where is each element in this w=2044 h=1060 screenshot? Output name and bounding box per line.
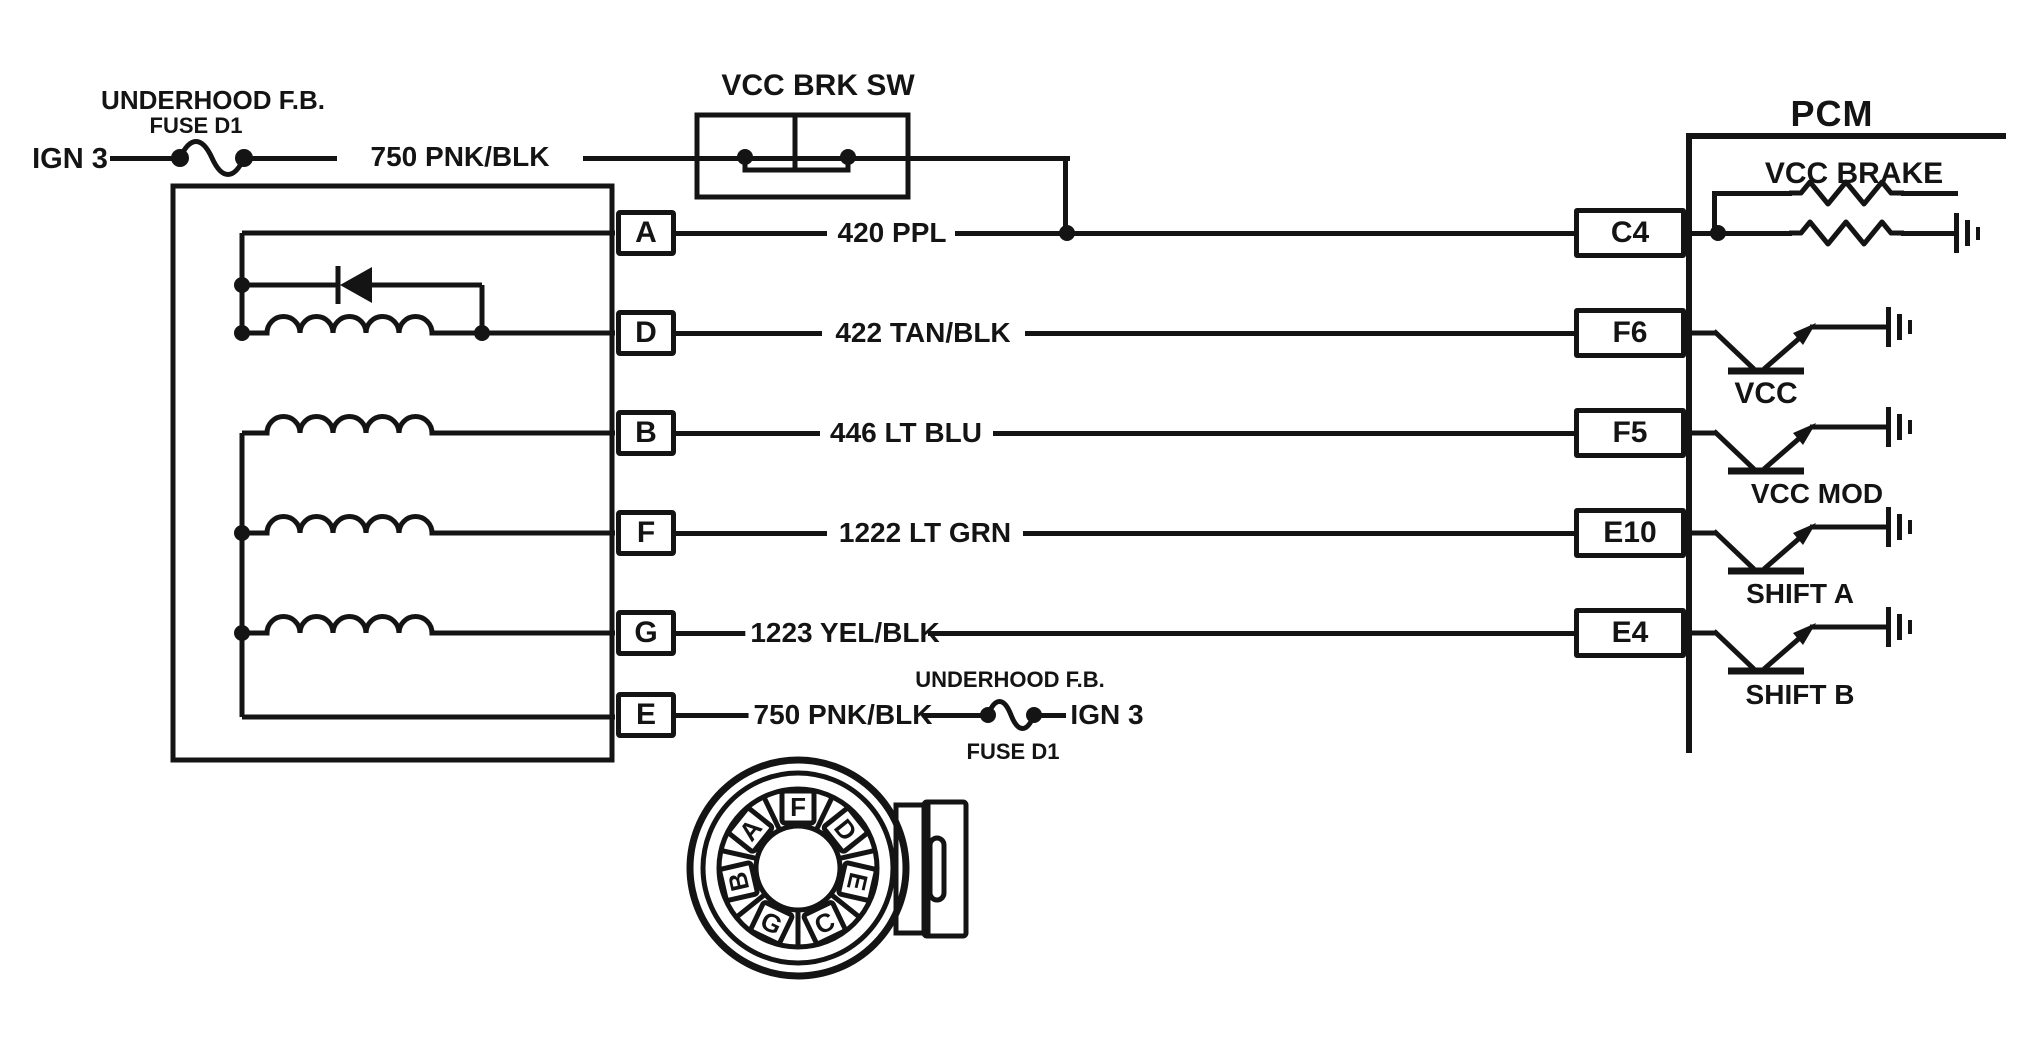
wire-label-750-pnk-blk: 750 PNK/BLK bbox=[748, 699, 938, 731]
svg-text:B: B bbox=[722, 869, 755, 894]
vcc-label: VCC bbox=[1734, 377, 1798, 410]
connector-pin-b: B bbox=[717, 860, 760, 903]
bottom-fuse-label: FUSE D1 bbox=[966, 739, 1060, 764]
pcm-pin-e4: E4 bbox=[1574, 608, 1686, 658]
wire bbox=[1025, 331, 1576, 336]
connector-pin-a: A bbox=[726, 806, 775, 854]
top-fuse-label: FUSE D1 bbox=[149, 113, 243, 138]
pcm-border bbox=[1686, 133, 1692, 753]
top-fuse-block-label: UNDERHOOD F.B. bbox=[101, 85, 325, 115]
wire-label-1223-yel-blk: 1223 YEL/BLK bbox=[745, 617, 945, 649]
wire bbox=[110, 156, 174, 161]
connector-pin-c: C bbox=[801, 900, 848, 946]
wire bbox=[928, 631, 1576, 636]
wire bbox=[675, 431, 820, 436]
resistor-icon bbox=[1789, 179, 1904, 207]
wire bbox=[675, 631, 762, 636]
pcm-border bbox=[1686, 133, 2006, 139]
wire-label-422-tan-blk: 422 TAN/BLK bbox=[830, 317, 1016, 349]
connector-pin-f: F bbox=[779, 788, 817, 826]
ground-icon bbox=[1954, 213, 1980, 253]
pin-box-d: D bbox=[616, 310, 676, 356]
wire bbox=[675, 231, 827, 236]
wire bbox=[923, 713, 986, 718]
wire bbox=[1063, 156, 1068, 237]
connector-pin-d: D bbox=[821, 806, 870, 854]
wire bbox=[675, 713, 763, 718]
brake-switch-label: VCC BRK SW bbox=[721, 69, 915, 102]
wire-label-420-ppl: 420 PPL bbox=[832, 217, 952, 249]
wire bbox=[1038, 713, 1066, 718]
vcc-mod-label: VCC MOD bbox=[1750, 478, 1884, 509]
pin-box-e: E bbox=[616, 692, 676, 738]
pcm-pin-c4: C4 bbox=[1574, 208, 1686, 258]
brake-switch-icon bbox=[694, 112, 911, 200]
transistor-driver-icon bbox=[1690, 307, 1912, 375]
wire bbox=[993, 431, 1576, 436]
shift-b-label: SHIFT B bbox=[1745, 679, 1855, 710]
solenoid-coil-network bbox=[170, 183, 615, 763]
connector-tab-slot bbox=[927, 835, 947, 903]
shift-a-label: SHIFT A bbox=[1746, 578, 1854, 609]
wire bbox=[1901, 191, 1958, 196]
wire-label-446-lt-blu: 446 LT BLU bbox=[825, 417, 987, 449]
fuse-icon bbox=[171, 139, 253, 177]
pcm-pin-f5: F5 bbox=[1574, 408, 1686, 458]
pcm-pin-e10: E10 bbox=[1574, 508, 1686, 558]
bottom-fuse-block-label: UNDERHOOD F.B. bbox=[915, 667, 1105, 692]
wire bbox=[1901, 231, 1956, 236]
pcm-pin-f6: F6 bbox=[1574, 308, 1686, 358]
wire bbox=[1712, 191, 1792, 196]
wire bbox=[1690, 231, 1792, 236]
wire bbox=[583, 156, 1070, 161]
pin-box-b: B bbox=[616, 410, 676, 456]
wire bbox=[675, 331, 822, 336]
svg-text:F: F bbox=[790, 792, 806, 822]
fuse-icon bbox=[980, 699, 1042, 731]
transistor-driver-icon bbox=[1690, 507, 1912, 575]
svg-text:E: E bbox=[841, 870, 874, 894]
pin-box-g: G bbox=[616, 610, 676, 656]
transistor-driver-icon bbox=[1690, 607, 1912, 675]
connector-pin-e: E bbox=[836, 860, 879, 903]
wire bbox=[1023, 531, 1576, 536]
vcc-brake-label: VCC BRAKE bbox=[1764, 157, 1944, 190]
pin-box-f: F bbox=[616, 510, 676, 556]
diode-icon bbox=[340, 267, 372, 303]
wire bbox=[246, 156, 337, 161]
pin-box-a: A bbox=[616, 210, 676, 256]
wire bbox=[675, 531, 827, 536]
pcm-label: PCM bbox=[1790, 93, 1874, 134]
top-ign3-label: IGN 3 bbox=[32, 143, 108, 175]
connector-pin-g: G bbox=[748, 900, 795, 946]
top-wire-label: 750 PNK/BLK bbox=[365, 141, 555, 173]
wire bbox=[1712, 191, 1717, 233]
wire-label-1222-lt-grn: 1222 LT GRN bbox=[833, 517, 1017, 549]
bottom-ign3-label: IGN 3 bbox=[1070, 699, 1144, 730]
junction-dot bbox=[1710, 225, 1726, 241]
transistor-driver-icon bbox=[1690, 407, 1912, 475]
connector-face-view: F D E C G B A bbox=[686, 756, 969, 980]
connector-tab bbox=[921, 799, 969, 939]
wire bbox=[955, 231, 1576, 236]
resistor-icon bbox=[1789, 219, 1904, 247]
